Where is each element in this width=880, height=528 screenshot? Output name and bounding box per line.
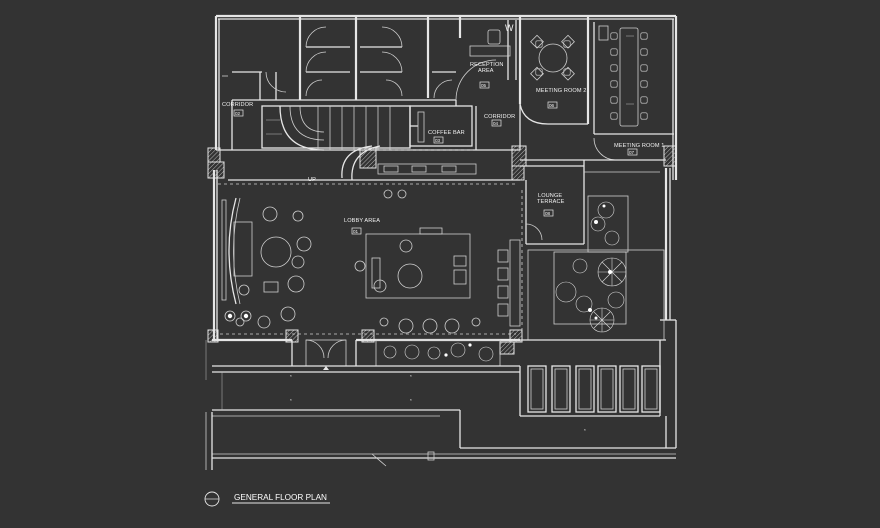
room-number: 01	[353, 229, 359, 234]
gate-mark: W	[505, 23, 514, 33]
tree-cluster	[555, 201, 627, 333]
stair-direction-label: UP	[308, 177, 316, 183]
room-number: 02	[235, 111, 241, 116]
room-name-line: RECEPTION	[470, 62, 504, 68]
drawing-title: GENERAL FLOOR PLAN	[204, 491, 330, 507]
room-label-meeting-room-1: MEETING ROOM 1 07	[614, 143, 665, 156]
plan-title: GENERAL FLOOR PLAN	[234, 493, 327, 502]
room-number: 06	[549, 103, 555, 108]
coffee-bar	[377, 105, 477, 199]
room-number: 08	[545, 211, 551, 216]
room-label-lobby: LOBBY AREA 01	[344, 218, 380, 235]
room-label-meeting-room-2: MEETING ROOM 2 06	[536, 88, 587, 109]
room-number: 07	[629, 150, 635, 155]
corridor-02-area	[222, 75, 233, 150]
lounge-terrace	[520, 171, 666, 417]
stair	[261, 105, 411, 181]
corridor-04-area	[475, 104, 666, 244]
room-name-line: MEETING ROOM 1	[614, 143, 665, 149]
svg-text:*: *	[290, 398, 292, 403]
toilet-block	[232, 16, 456, 101]
room-label-reception: RECEPTION AREA 05	[470, 62, 504, 89]
svg-text:*: *	[584, 428, 586, 433]
site-boundary: * * * * *	[205, 320, 677, 470]
structural-columns	[207, 145, 677, 355]
outer-walls	[212, 14, 678, 342]
room-label-lounge-terrace: LOUNGE TERRACE 08	[537, 193, 565, 217]
meeting-room-2	[518, 16, 590, 125]
room-name-line: MEETING ROOM 2	[536, 88, 587, 94]
room-number: 05	[481, 83, 487, 88]
lobby	[218, 183, 523, 370]
room-number: 04	[493, 121, 499, 126]
meeting-room-1	[593, 22, 674, 161]
room-label-corridor-04: CORRIDOR 04	[484, 114, 515, 127]
room-number: 03	[435, 138, 441, 143]
room-name-line: CORRIDOR	[222, 102, 253, 108]
reception: W	[455, 16, 517, 106]
room-label-corridor-02: CORRIDOR 02	[222, 102, 253, 117]
svg-text:*: *	[410, 398, 412, 403]
room-name-line: CORRIDOR	[484, 114, 515, 120]
svg-text:*: *	[410, 374, 412, 379]
room-name-line: COFFEE BAR	[428, 130, 465, 136]
room-name-line: LOUNGE	[538, 193, 562, 199]
lounger-row	[527, 365, 661, 413]
room-name-line: TERRACE	[537, 199, 565, 205]
room-name-line: AREA	[478, 68, 494, 74]
svg-text:*: *	[290, 374, 292, 379]
room-label-coffee-bar: COFFEE BAR 03	[428, 130, 465, 144]
room-name-line: LOBBY AREA	[344, 218, 380, 224]
